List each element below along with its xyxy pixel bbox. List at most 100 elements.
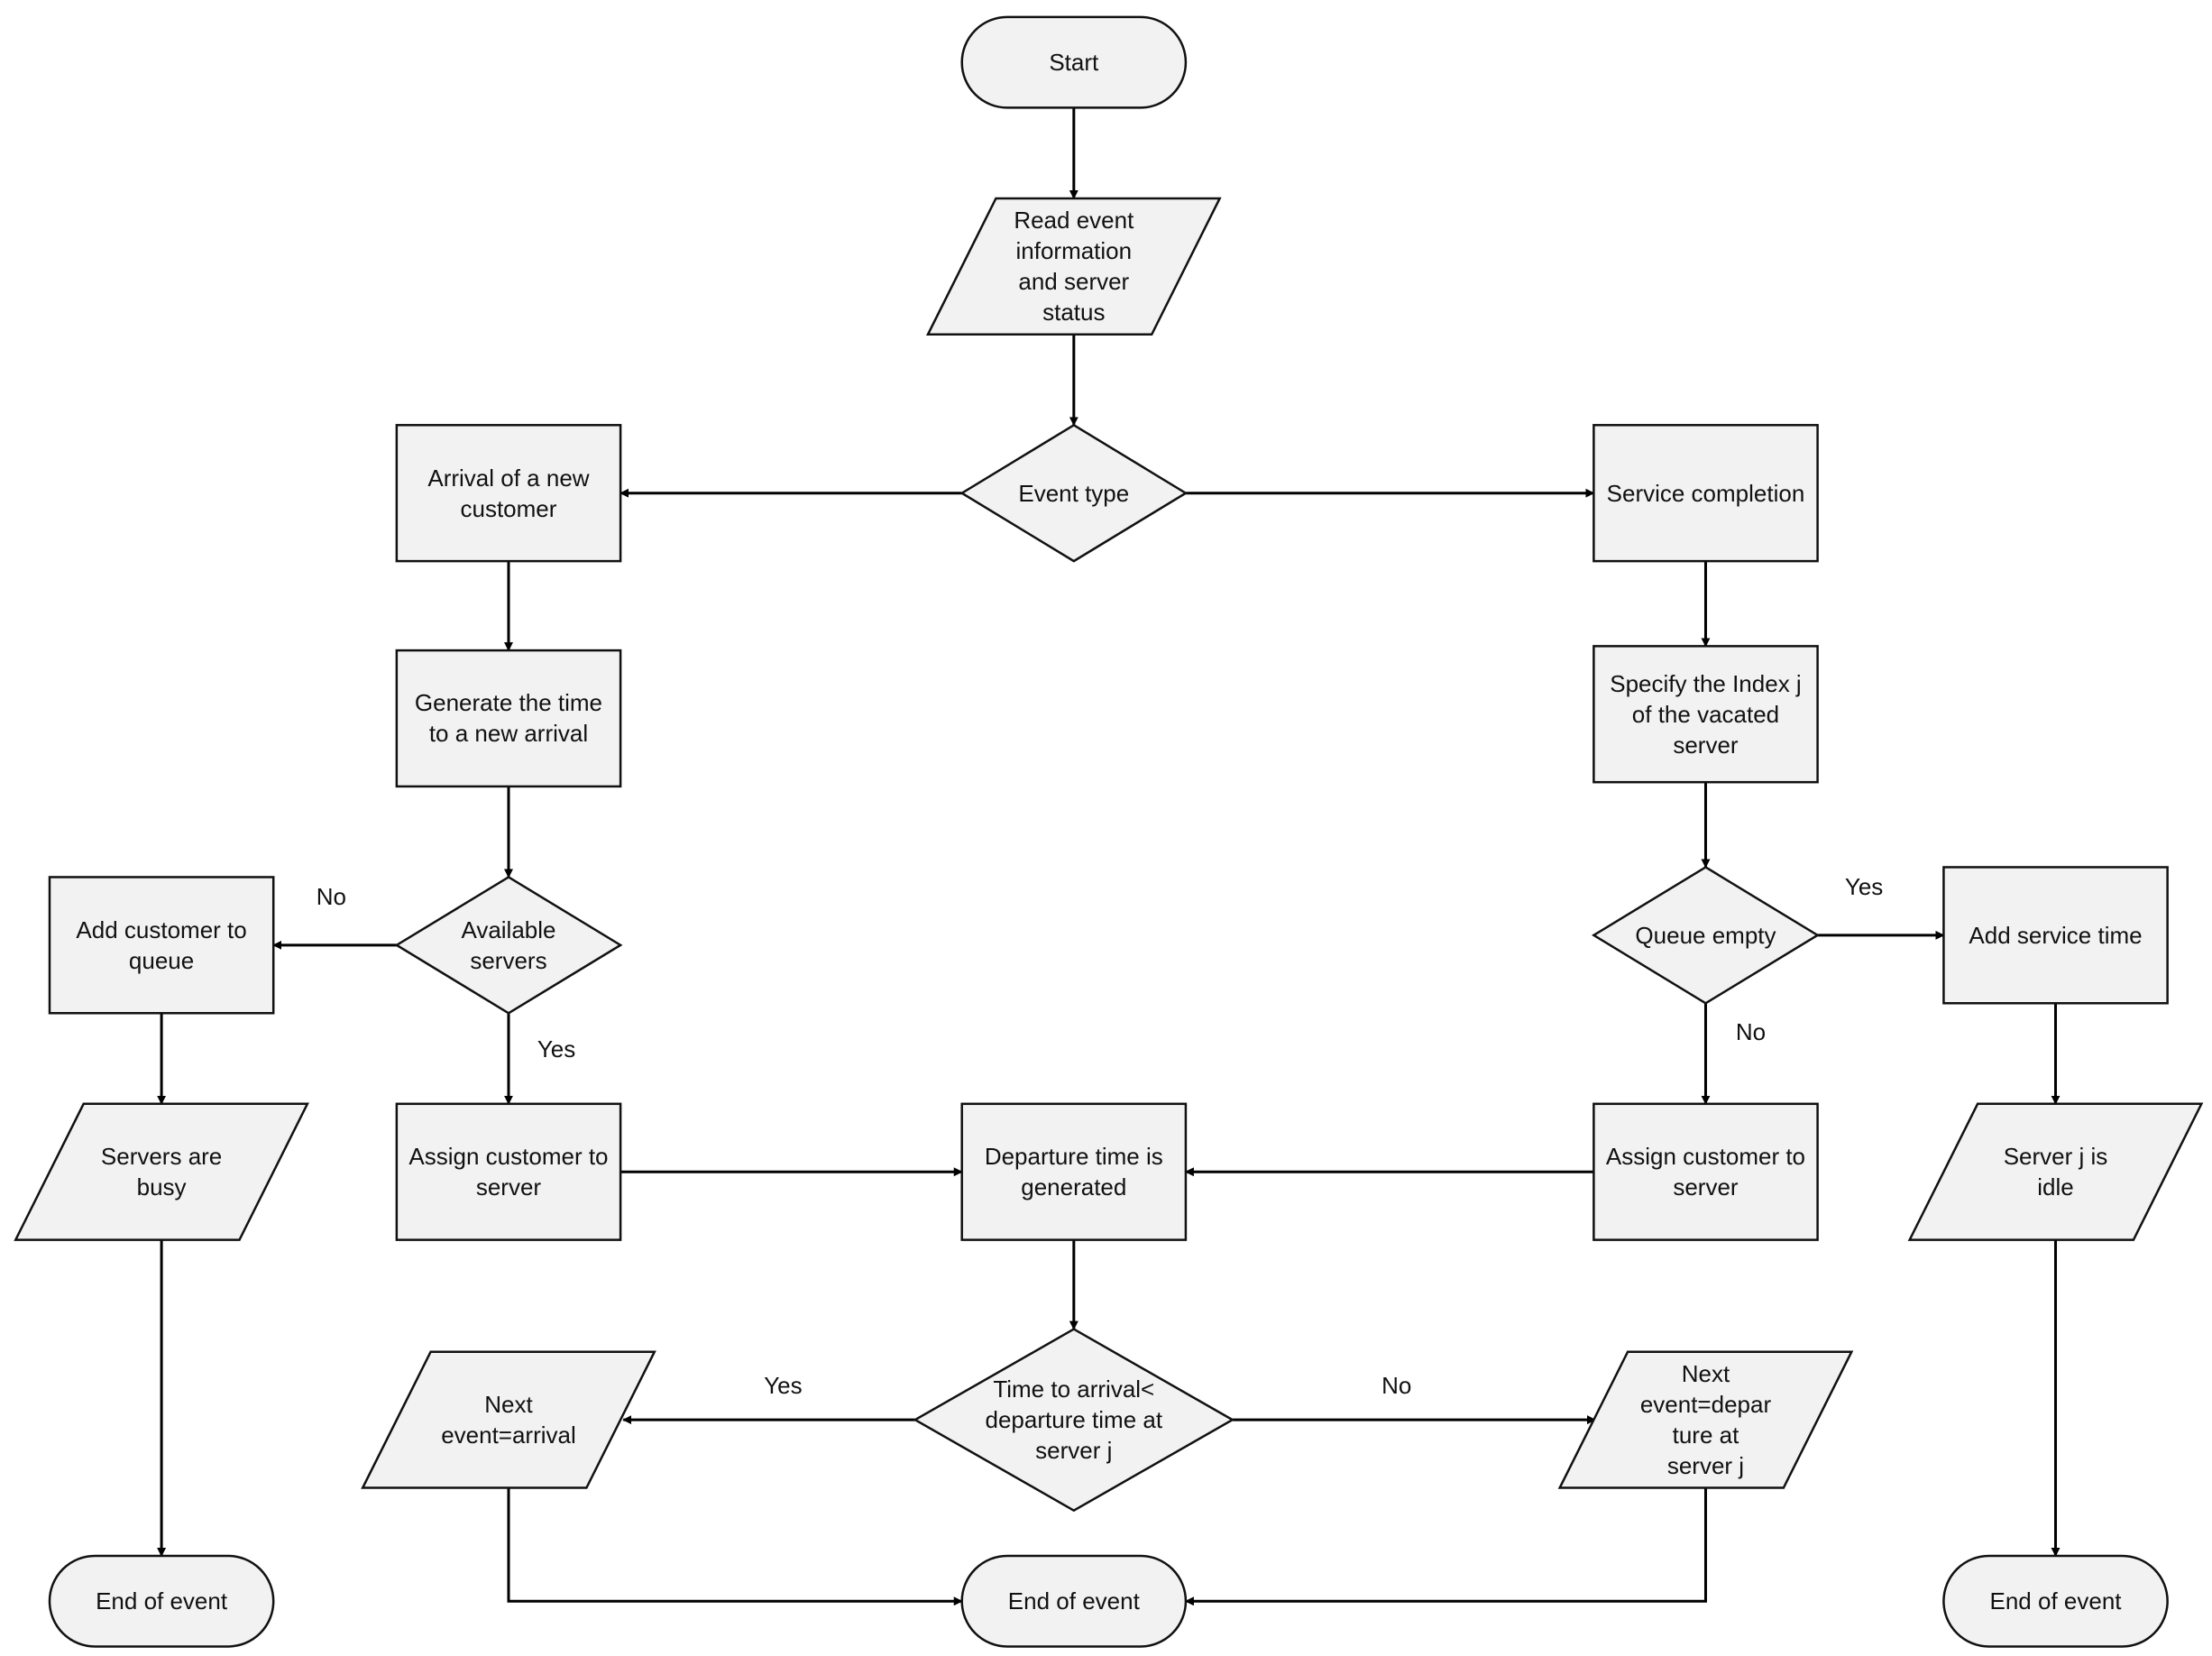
node-text-specify: Specify the Index j of the vacated server — [1610, 668, 1801, 760]
node-line: Arrival of a new — [427, 464, 590, 492]
node-shape-nextarr — [361, 1350, 656, 1489]
node-end-l: End of event — [57, 1556, 266, 1647]
node-line: Next — [484, 1391, 533, 1419]
node-shape-end-l — [48, 1554, 275, 1648]
edge-label-yes-compare: Yes — [764, 1372, 803, 1400]
node-shape-end-m — [960, 1554, 1188, 1648]
node-line: Start — [1049, 49, 1099, 77]
node-line: customer — [460, 494, 557, 522]
node-line: server — [1673, 731, 1739, 759]
node-line: Departure time is — [984, 1143, 1163, 1171]
node-text-addservice: Add service time — [1969, 920, 2142, 951]
node-line: Specify the Index j — [1610, 669, 1802, 697]
node-specify: Specify the Index j of the vacated server — [1601, 646, 1810, 782]
node-queueempty: Queue empty — [1634, 867, 1777, 1003]
node-line: departure time at — [985, 1406, 1163, 1434]
node-line: ture at — [1672, 1421, 1739, 1449]
node-shape-nextdep — [1557, 1350, 1854, 1489]
node-line: of the vacated — [1631, 700, 1780, 728]
node-line: Server j is — [2003, 1143, 2108, 1171]
node-shape-assign-l — [395, 1102, 622, 1241]
node-line: to a new arrival — [428, 720, 589, 748]
node-shape-compare — [913, 1328, 1235, 1513]
node-line: End of event — [96, 1587, 228, 1615]
node-shape-service — [1592, 424, 1819, 563]
node-line: Assign customer to — [408, 1143, 609, 1171]
node-shape-read — [925, 197, 1222, 336]
node-shape-addqueue — [48, 876, 275, 1015]
node-line: End of event — [1989, 1587, 2122, 1615]
edge-label-no-queueempty: No — [1735, 1017, 1767, 1045]
node-line: busy — [136, 1173, 187, 1201]
node-line: server — [1673, 1173, 1739, 1201]
node-end-m: End of event — [969, 1556, 1179, 1647]
node-line: information — [1015, 237, 1133, 265]
node-shape-available — [394, 875, 623, 1015]
node-shape-idle — [1907, 1102, 2204, 1241]
node-shape-assign-r — [1592, 1102, 1819, 1241]
node-line: generated — [1021, 1173, 1127, 1201]
node-line: queue — [128, 946, 195, 974]
edge-label-yes-queueempty: Yes — [1844, 873, 1884, 901]
node-line: Next — [1681, 1360, 1730, 1388]
node-shape-arrival — [395, 424, 622, 563]
edge-label-no-compare: No — [1381, 1372, 1412, 1400]
node-line: Add service time — [1969, 921, 2143, 949]
node-text-addqueue: Add customer to queue — [76, 915, 246, 976]
node-shape-gentime — [395, 649, 622, 788]
node-line: event=depar — [1639, 1391, 1772, 1419]
node-text-end-r: End of event — [1990, 1586, 2122, 1616]
node-service: Service completion — [1601, 425, 1810, 561]
node-shape-queueempty — [1591, 865, 1821, 1005]
node-text-end-l: End of event — [96, 1586, 227, 1616]
node-available: Available servers — [437, 877, 581, 1013]
node-start: Start — [969, 17, 1179, 108]
edge-label-no-available: No — [316, 883, 346, 911]
node-line: idle — [2037, 1173, 2074, 1201]
node-shape-end-r — [1942, 1554, 2169, 1648]
node-line: Servers are — [100, 1143, 223, 1171]
node-line: event=arrival — [441, 1421, 576, 1449]
node-line: Read event — [1014, 207, 1134, 235]
node-line: server — [475, 1173, 542, 1201]
edge-nextdep-to-endM — [1184, 1487, 1707, 1606]
node-line: server j — [1666, 1452, 1745, 1480]
node-shape-addservice — [1942, 866, 2169, 1005]
node-line: End of event — [1007, 1587, 1140, 1615]
node-shape-specify — [1592, 645, 1819, 784]
node-line: Event type — [1018, 479, 1130, 507]
node-line: Add customer to — [76, 915, 247, 943]
node-text-queueempty: Queue empty — [1635, 920, 1776, 951]
node-end-r: End of event — [1950, 1556, 2160, 1647]
edge-nextarr-to-endM — [507, 1487, 963, 1606]
node-line: Service completion — [1606, 479, 1805, 507]
node-shape-start — [960, 15, 1188, 109]
node-shape-busy — [14, 1102, 309, 1241]
node-addservice: Add service time — [1950, 867, 2160, 1003]
node-line: Available servers — [461, 915, 556, 974]
node-eventtype: Event type — [1002, 425, 1145, 561]
node-shape-eventtype — [959, 423, 1189, 563]
